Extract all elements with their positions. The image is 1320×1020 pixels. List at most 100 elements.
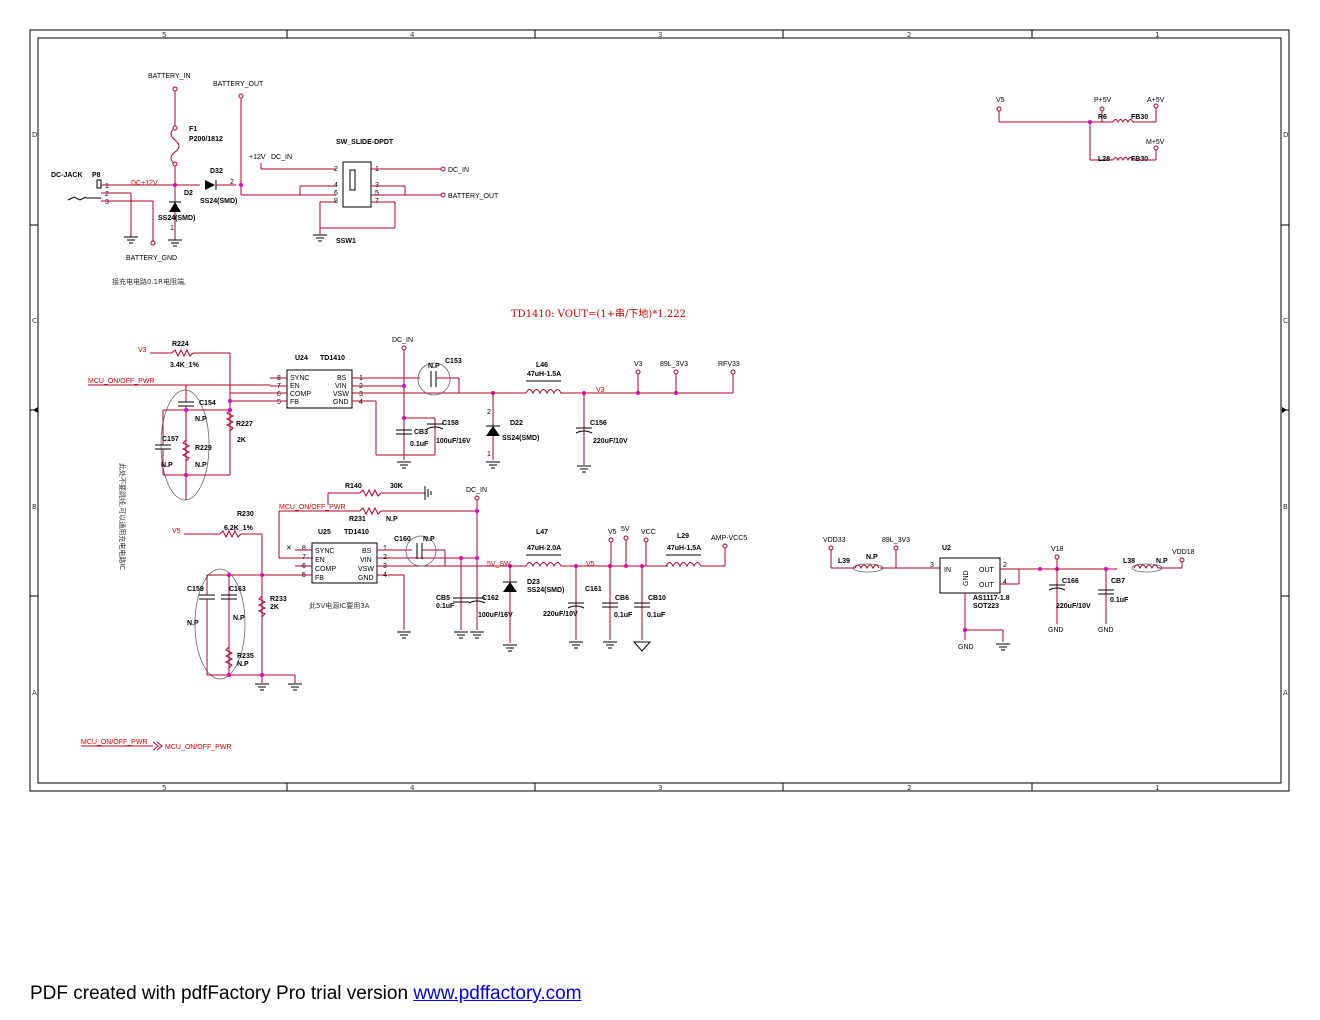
dc-jack-label: DC-JACK [51, 172, 83, 179]
r233-value: 2K [270, 604, 279, 611]
d2-ref: D2 [184, 190, 193, 197]
svg-text:2: 2 [230, 179, 234, 186]
c156-value: 220uF/10V [593, 438, 628, 445]
p8-pin2: 2 [105, 191, 109, 198]
l46-value: 47uH-1.5A [527, 371, 561, 378]
c162-ref: C162 [482, 595, 499, 602]
vdd18-label: VDD18 [1172, 549, 1195, 556]
d23-diode [503, 582, 517, 592]
c157-ref: C157 [162, 436, 179, 443]
ssw1-ref: SSW1 [336, 238, 356, 245]
vdd33-label: VDD33 [823, 537, 846, 544]
svg-text:3: 3 [930, 562, 934, 569]
zone-row-A: A [32, 689, 37, 697]
r230-value: 6.2K_1% [224, 525, 254, 532]
v3-net: V3 [596, 387, 605, 394]
svg-text:✕: ✕ [286, 545, 292, 552]
zone-row-D: D [32, 131, 37, 139]
d32-value: SS24(SMD) [200, 198, 237, 205]
r235-value: N.P [237, 661, 249, 668]
vcc-label: VCC [641, 529, 656, 536]
b89l-label: 89L_3V3 [660, 361, 688, 368]
battery-out-label: BATTERY_OUT [213, 81, 264, 88]
l47-ref: L47 [536, 529, 548, 536]
cb7-gnd: GND [1098, 627, 1114, 634]
u24-pin-bs: BS [337, 375, 347, 382]
mcu-port-net: MCU_ON/OFF_PWR [81, 739, 148, 746]
zone-col-1: 1 [1155, 31, 1159, 39]
u2-out-pin2: OUT [979, 582, 995, 589]
svg-text:1: 1 [170, 225, 174, 232]
u24-regulator-section: V3 R224 3.4K_1% MCU_ON/OFF_PWR R227 2K C… [88, 337, 740, 570]
power-rail-ferrites: V5 P+5V R6 FB30 A+5V L28 FB30 M+5V [996, 97, 1165, 163]
c163-value: N.P [233, 615, 245, 622]
r227-value: 2K [237, 437, 246, 444]
f1-ref: F1 [189, 126, 197, 133]
battery-in-label: BATTERY_IN [148, 73, 191, 80]
d32-ref: D32 [210, 168, 223, 175]
c166-gnd: GND [1048, 627, 1064, 634]
fb30-a: FB30 [1131, 114, 1148, 121]
u25-pin-comp: COMP [315, 566, 336, 573]
u24-ref: U24 [295, 355, 308, 362]
charge-note: 接充电电路0.1R电阻端, [112, 277, 186, 286]
cb3-value: 0.1uF [410, 441, 429, 448]
zone-col-3-bottom: 3 [658, 784, 662, 792]
sw-batout-net: BATTERY_OUT [448, 193, 499, 200]
f1-value: P200/1812 [189, 136, 223, 143]
footer-link[interactable]: www.pdffactory.com [413, 983, 582, 1004]
l46-ref: L46 [536, 362, 548, 369]
v3-tap: V3 [634, 361, 643, 368]
cb10-value: 0.1uF [647, 612, 666, 619]
cb6-ref: CB6 [615, 595, 629, 602]
vertical-note: 此处不要跳线,可以通用充电电路IC [118, 463, 127, 570]
c160-ref: C160 [394, 536, 411, 543]
zone-row-B: B [32, 503, 37, 511]
u2-gnd-net: GND [958, 644, 974, 651]
sw-slide-label: SW_SLIDE-DPDT [336, 139, 394, 146]
u24-pin-en: EN [290, 383, 300, 390]
u2-in-pin: IN [944, 567, 951, 574]
l38-ref: L38 [1123, 558, 1135, 565]
c162-value: 100uF/16V [478, 612, 513, 619]
l29-value: 47uH-1.5A [667, 545, 701, 552]
zone-row-B-right: B [1283, 503, 1288, 511]
u25-pin-en: EN [315, 557, 325, 564]
l47-value: 47uH-2.0A [527, 545, 561, 552]
zone-row-A-right: A [1283, 689, 1288, 697]
dc-in-label-top: DC_IN [271, 154, 292, 161]
d2-diode [169, 202, 181, 212]
svg-text:5: 5 [375, 190, 379, 197]
svg-text:1: 1 [487, 451, 491, 458]
c158-value: 100uF/16V [436, 438, 471, 445]
sheet-frame: 5 4 3 2 1 5 4 3 2 1 D C B A D C B A [29, 29, 1290, 792]
c159-ref: C159 [187, 586, 204, 593]
cb5-ref: CB5 [436, 595, 450, 602]
v5c-label: 5V [621, 526, 630, 533]
c157-value: N.P [161, 462, 173, 469]
zone-col-1-bottom: 1 [1155, 784, 1159, 792]
battery-gnd-label: BATTERY_GND [126, 255, 177, 262]
u25-pin-fb: FB [315, 575, 324, 582]
svg-text:7: 7 [302, 554, 306, 561]
svg-text:2: 2 [1003, 562, 1007, 569]
rfv33-label: RFV33 [718, 361, 740, 368]
u2-ldo-section: VDD33 L39 N.P 89L_3V3 3 U2 IN OUT OUT GN… [823, 537, 1195, 651]
u25-pin-vsw: VSW [358, 566, 374, 573]
svg-text:2: 2 [334, 166, 338, 173]
c156-ref: C156 [590, 420, 607, 427]
u24-pin-vin: VIN [335, 383, 347, 390]
c158-ref: C158 [442, 420, 459, 427]
c160-np-circle [405, 535, 437, 567]
c166-value: 220uF/10V [1056, 603, 1091, 610]
cb10-ref: CB10 [648, 595, 666, 602]
svg-text:6: 6 [334, 190, 338, 197]
l39-ref: L39 [838, 558, 850, 565]
c159-value: N.P [187, 620, 199, 627]
v5-port-label: V5 [172, 528, 181, 535]
footer-text: PDF created with pdfFactory Pro trial ve… [30, 983, 414, 1004]
d32-diode [205, 180, 215, 190]
zone-col-2: 2 [907, 31, 911, 39]
svg-text:5: 5 [277, 399, 281, 406]
